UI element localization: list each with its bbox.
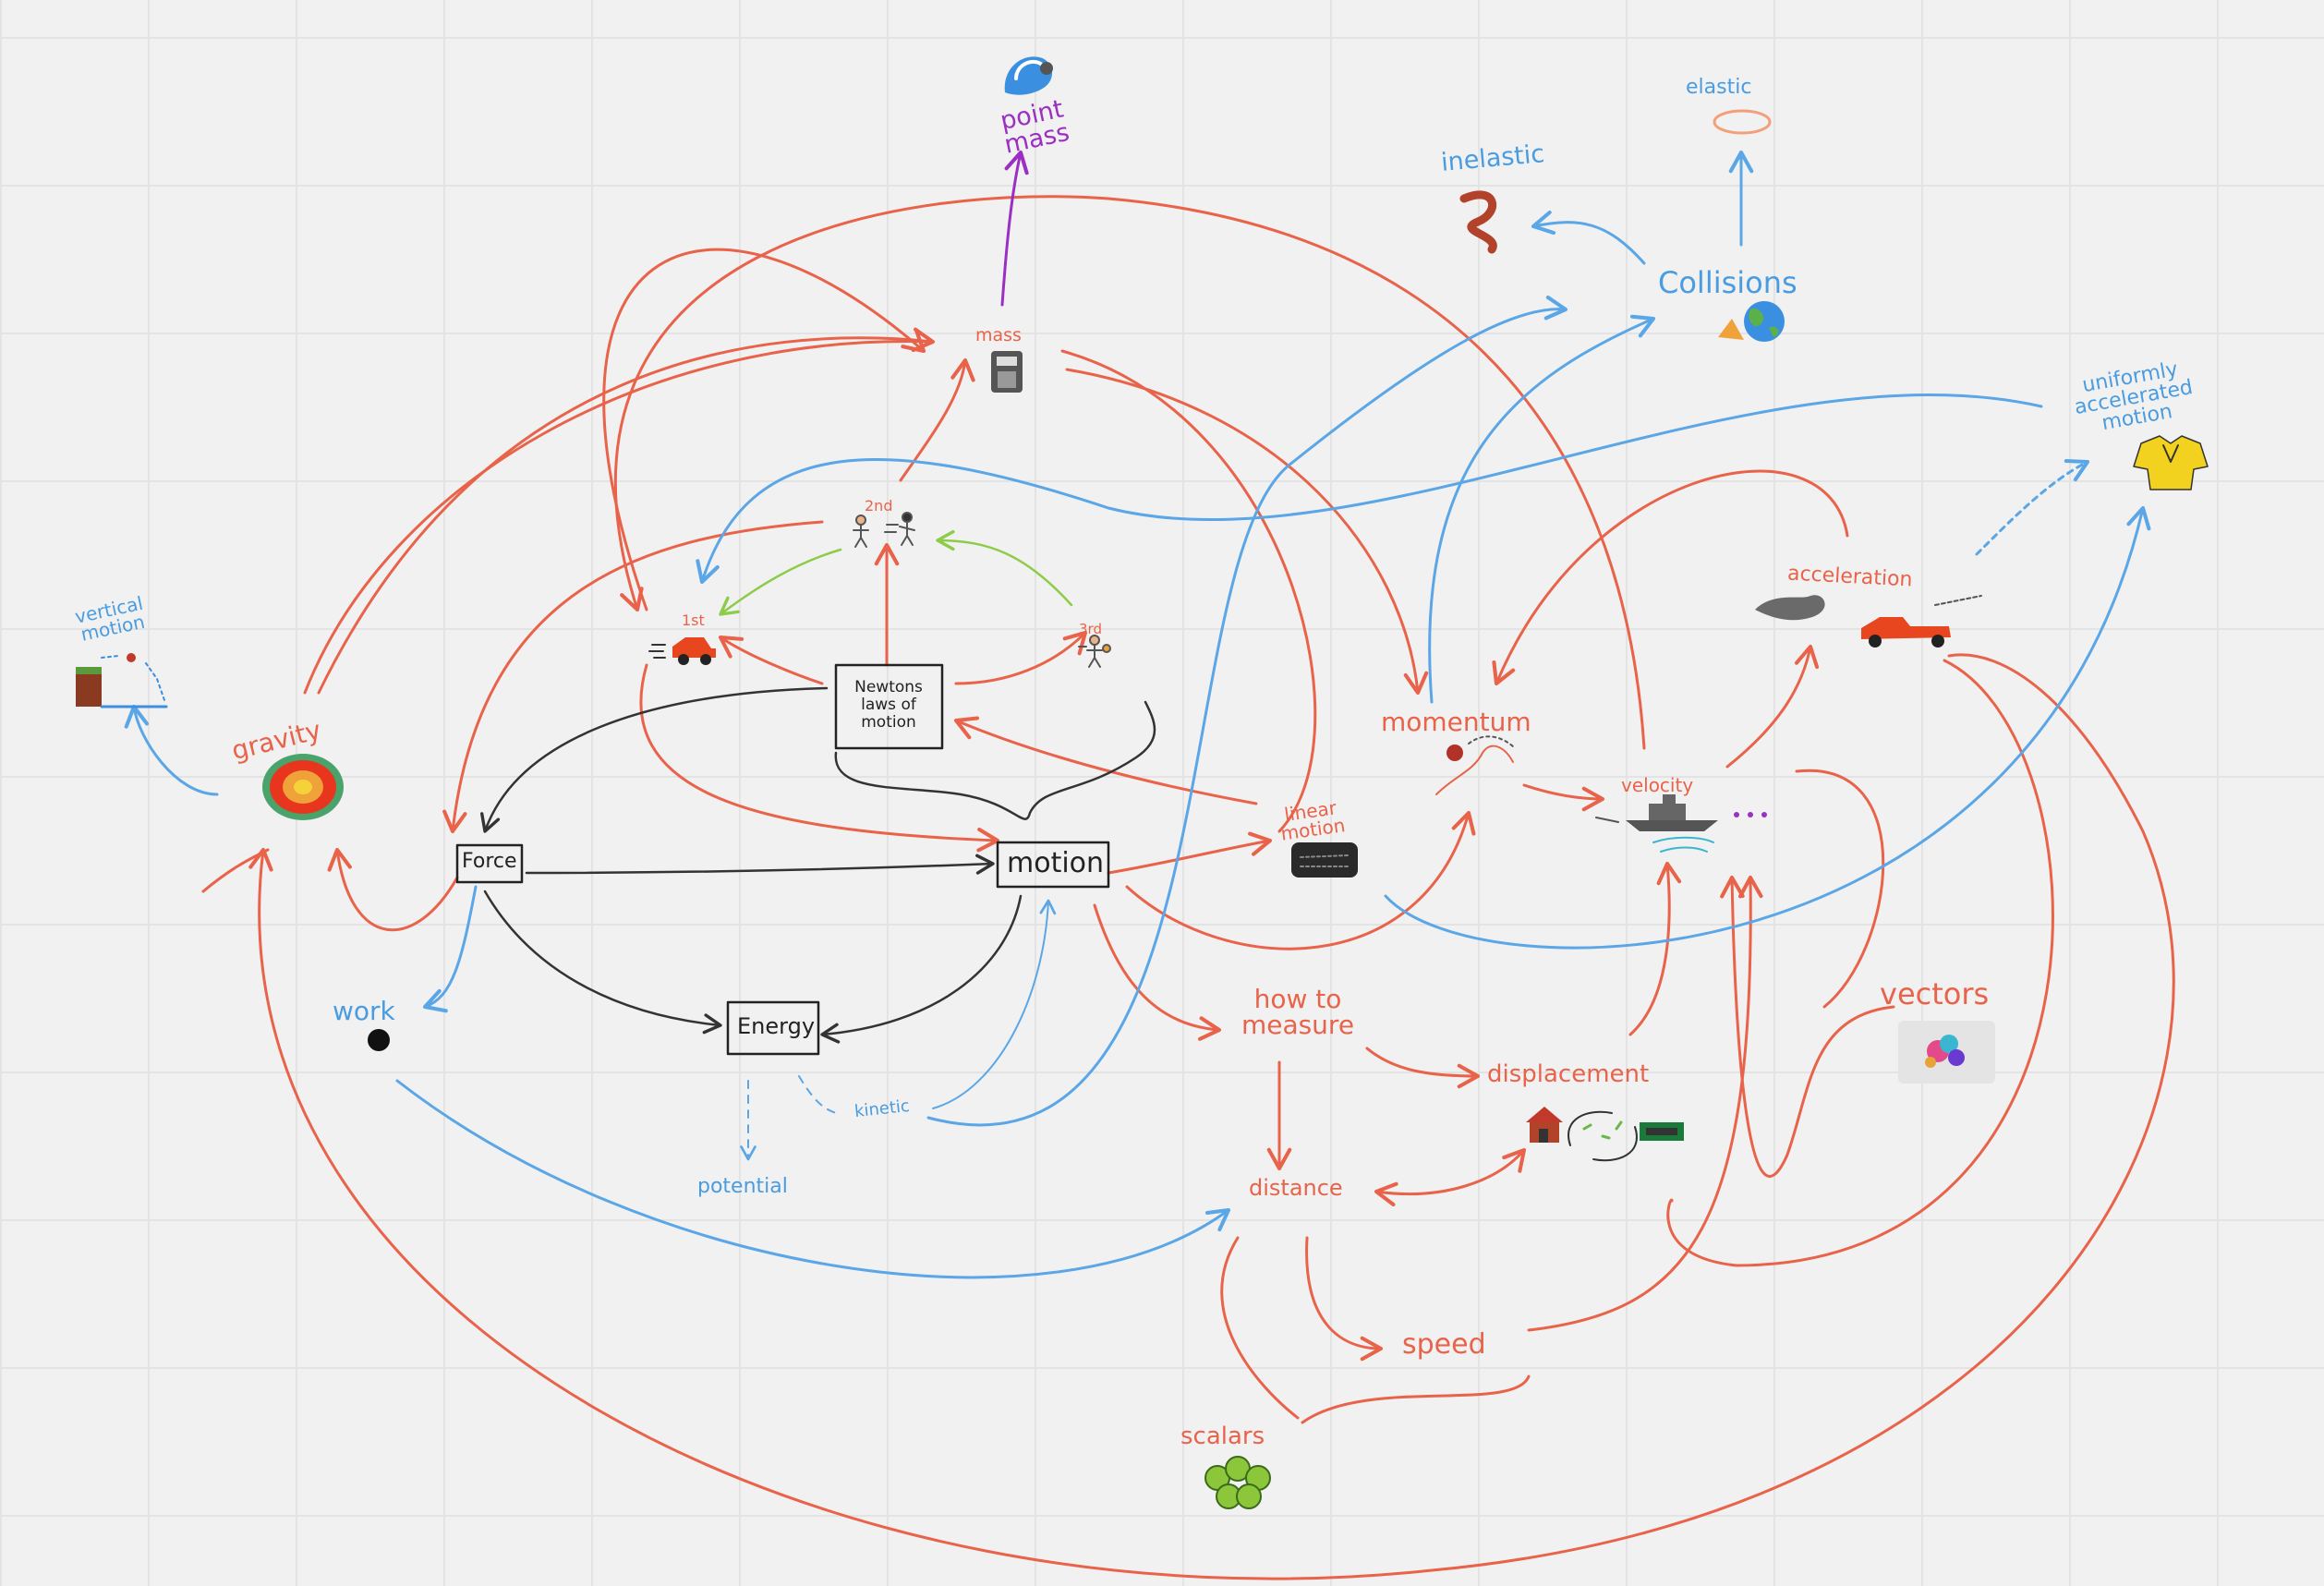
link-force-work [422,885,478,1013]
link-kinetic-motion [932,899,1057,1109]
node-collisions[interactable]: Collisions [1658,265,1797,300]
node-third-law[interactable]: 3rd [1079,621,1102,637]
link-laws-force [480,686,829,833]
link-motion-momentum [1125,810,1476,950]
link-gravity-mass-top [303,340,935,695]
work-ball-icon [368,1029,390,1051]
force-box[interactable] [455,843,524,884]
link-second-force [442,520,824,834]
link-displacement-velocity [1628,861,1682,1036]
link-vectors-velocity [1795,769,1885,1009]
link-mass-force [1060,349,1317,833]
link-acceleration-momentum [1492,469,1849,686]
node-speed[interactable]: speed [1402,1328,1486,1361]
node-how-to-measure[interactable]: how to measure [1241,984,1355,1040]
link-force-motion [525,854,995,875]
link-second-first [719,548,842,616]
node-momentum[interactable]: momentum [1381,707,1531,737]
link-mass-momentum [1065,368,1429,696]
node-displacement[interactable]: displacement [1487,1060,1650,1088]
link-laws-bracket [834,700,1156,820]
first-law-car-icon [648,637,716,665]
link-uniform-first [696,393,2043,585]
linear-motion-tape-icon [1291,842,1358,878]
link-collisions-inelastic [1531,210,1646,265]
link-uniform-velocity-dots [1975,458,2090,556]
momentum-ball-icon [1435,735,1516,795]
node-elastic[interactable]: elastic [1686,76,1752,99]
link-mass-gravity [317,327,936,695]
link-speed-velocity [1527,875,1763,1332]
node-distance[interactable]: distance [1249,1175,1343,1201]
cycle-arrows-icon [1567,1110,1638,1162]
link-motion-energy [820,894,1023,1044]
second-law-figures-icon [853,512,915,548]
link-distance-displacement [1374,1147,1527,1207]
shirt-icon [2133,435,2209,490]
acceleration-car-icon [1755,595,1982,648]
house-icon [1526,1107,1563,1143]
node-force[interactable]: Force [462,850,517,873]
node-motion[interactable]: motion [1007,847,1105,879]
elastic-ring-icon [1713,109,1772,135]
node-newtons-laws[interactable]: Newtons laws of motion [854,678,923,732]
link-linear-laws [953,716,1258,805]
sign-icon [1640,1122,1684,1141]
scalars-leaf-icon [1204,1456,1271,1509]
link-energy-kinetic-collisions [926,295,1568,1127]
link-vectors-bracket [1720,875,1895,1178]
link-energy-kinetic [798,1075,837,1114]
link-distance-scalars [1220,1236,1300,1420]
mass-calculator-icon [991,351,1023,393]
link-big-outer-loop [248,653,2175,1580]
link-laws-third [954,630,1088,685]
link-first-motion [639,663,1000,853]
link-linear-uniform [1384,505,2151,950]
link-third-second [936,529,1073,607]
link-mass-pointmass [1000,150,1029,307]
link-top-arc [613,195,1646,750]
inelastic-squiggle-icon [1459,190,1497,254]
link-force-gravity [327,847,459,932]
gravity-icon [262,754,344,820]
third-law-figure-icon [1078,635,1111,668]
link-force-energy [483,890,722,1035]
link-motion-linear [1107,831,1273,875]
link-laws-first [718,635,824,685]
node-vectors[interactable]: vectors [1880,976,1990,1011]
node-first-law[interactable]: 1st [682,611,705,629]
link-momentum-velocity [1522,783,1605,812]
link-speed-scalars [1301,1374,1531,1424]
link-momentum-collisions [1428,314,1656,704]
motion-box[interactable] [996,841,1110,889]
node-mass[interactable]: mass [975,325,1022,345]
node-energy[interactable]: Energy [737,1013,816,1039]
link-gravity-bottom-left [201,848,270,893]
energy-box[interactable] [726,1000,820,1056]
link-work-distance [395,1079,1231,1279]
node-potential[interactable]: potential [697,1175,788,1198]
node-velocity[interactable]: velocity [1621,774,1694,796]
link-velocity-acceleration [1725,644,1820,769]
vectors-icon [1898,1021,1995,1084]
link-acceleration-vectors-bottom [1666,659,2054,1267]
node-work[interactable]: work [333,996,395,1026]
link-howto-displacement [1365,1047,1481,1089]
link-motion-howto [1093,903,1222,1041]
node-second-law[interactable]: 2nd [865,497,893,515]
point-mass-icon [1004,56,1053,95]
newtons-laws-box[interactable] [834,663,944,750]
link-distance-speed [1305,1236,1384,1362]
collision-earth-icon [1718,301,1785,342]
node-scalars[interactable]: scalars [1180,1423,1265,1450]
link-second-mass [899,357,975,482]
vertical-motion-icon [76,653,168,708]
velocity-boat-icon [1595,794,1767,853]
link-mass-first [602,248,926,611]
link-gravity-vertical [124,704,219,796]
